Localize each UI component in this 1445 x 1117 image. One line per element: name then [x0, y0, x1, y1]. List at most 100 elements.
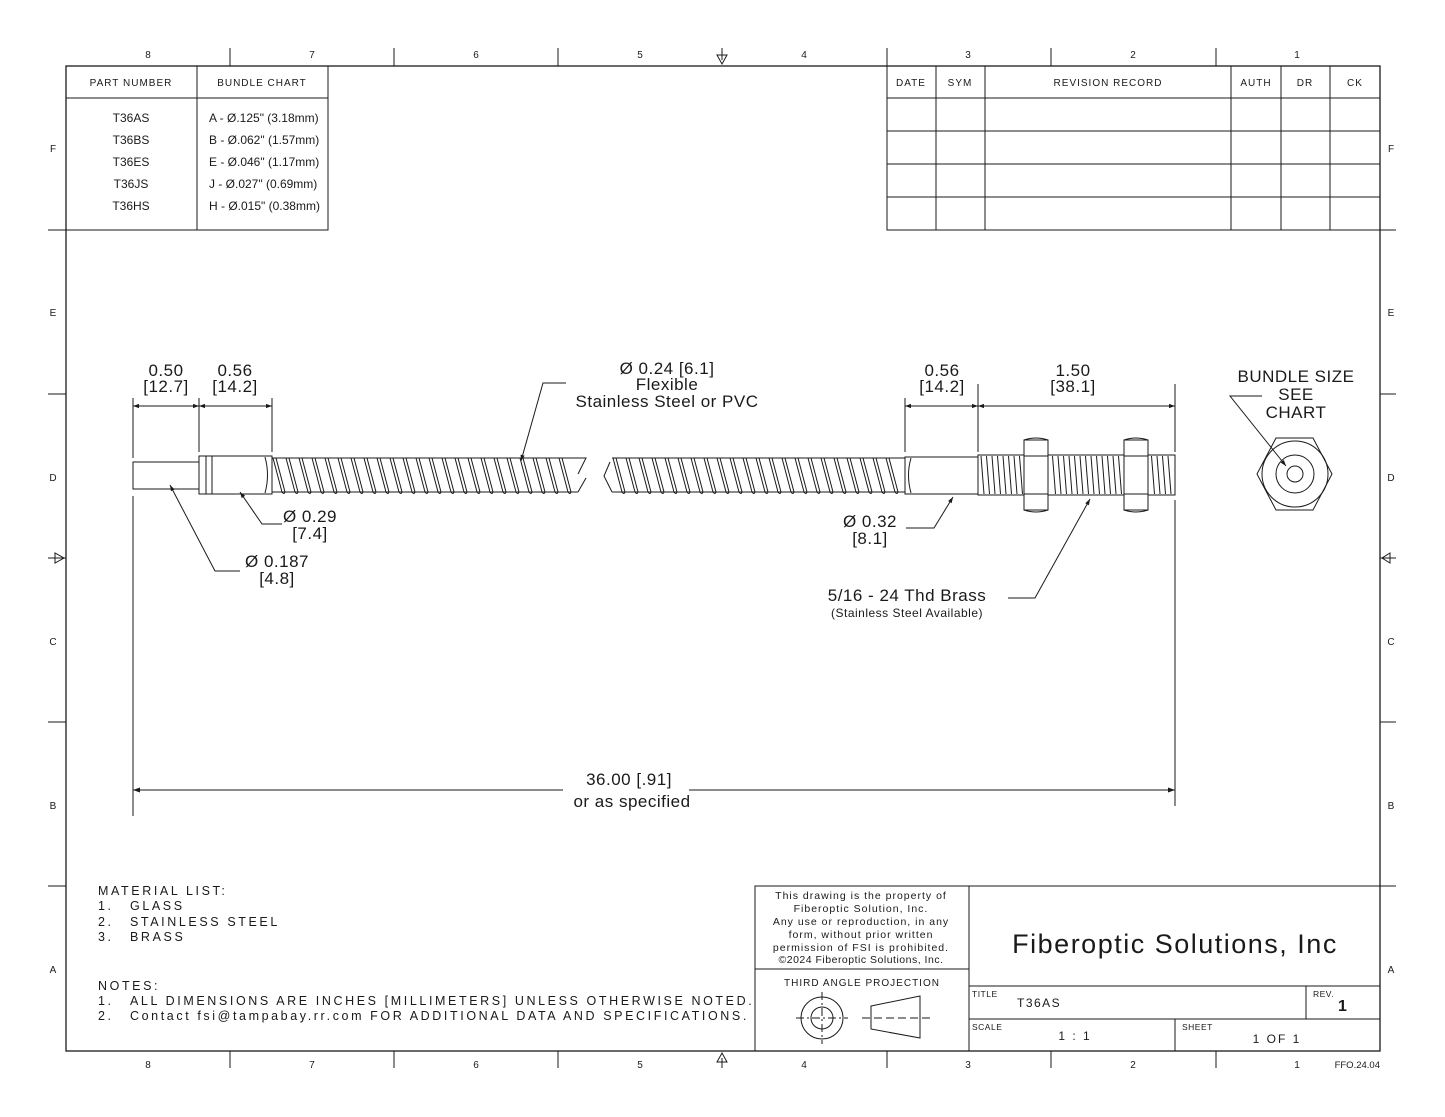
- bundle-row-size: E - Ø.046" (1.17mm): [209, 155, 319, 169]
- material-item: GLASS: [130, 899, 185, 913]
- sheath-crimp-right: [904, 456, 979, 495]
- zone-col-8-bottom: 8: [145, 1060, 151, 1071]
- bundle-table-header-bundle: BUNDLE CHART: [217, 78, 307, 89]
- dim-tip-diameter-in: Ø 0.187: [245, 552, 309, 571]
- zone-row-b: B: [50, 801, 57, 812]
- note-number: 1.: [98, 994, 114, 1008]
- copyright-line: ©2024 Fiberoptic Solutions, Inc.: [779, 954, 944, 966]
- material-item-number: 1.: [98, 899, 114, 913]
- overall-length-note: or as specified: [573, 792, 690, 811]
- revision-table: DATE SYM REVISION RECORD AUTH DR CK: [886, 65, 1381, 231]
- zone-col-6-bottom: 6: [473, 1060, 479, 1071]
- dim-tip-diameter-mm: [4.8]: [259, 569, 295, 588]
- hex-nut-left: [1023, 437, 1049, 513]
- flexible-sheath-right: [603, 457, 905, 494]
- note-text: ALL DIMENSIONS ARE INCHES [MILLIMETERS] …: [130, 994, 754, 1008]
- bundle-size-label: BUNDLE SIZE: [1238, 367, 1355, 386]
- zone-col-1-bottom: 1: [1294, 1060, 1300, 1071]
- zone-col-7: 7: [309, 50, 315, 61]
- projection-label: THIRD ANGLE PROJECTION: [784, 978, 940, 989]
- zone-row-d: D: [49, 473, 56, 484]
- property-notice-line: permission of FSI is prohibited.: [773, 942, 949, 954]
- material-list: MATERIAL LIST: 1. GLASS 2. STAINLESS STE…: [98, 884, 280, 944]
- zone-col-5-bottom: 5: [637, 1060, 643, 1071]
- zone-row-b-right: B: [1388, 801, 1395, 812]
- zone-col-2-bottom: 2: [1130, 1060, 1136, 1071]
- dim-thread-length-mm: [38.1]: [1050, 377, 1096, 396]
- property-notice-line: Any use or reproduction, in any: [773, 916, 949, 928]
- dim-tip-length-in: 0.50: [148, 361, 183, 380]
- bundle-row-part: T36AS: [113, 111, 150, 125]
- material-item: BRASS: [130, 930, 185, 944]
- thread-spec-label: 5/16 - 24 Thd Brass: [828, 586, 987, 605]
- flexible-sheath-left: [272, 457, 587, 494]
- property-notice-line: form, without prior written: [789, 929, 934, 941]
- third-angle-projection-icon: [796, 992, 930, 1044]
- note-text: Contact fsi@tampabay.rr.com FOR ADDITION…: [130, 1009, 749, 1023]
- zone-col-3: 3: [965, 50, 971, 61]
- bundle-row-size: J - Ø.027" (0.69mm): [209, 177, 317, 191]
- property-notice-line: Fiberoptic Solution, Inc.: [794, 903, 929, 915]
- note-number: 2.: [98, 1009, 114, 1023]
- zone-col-3-bottom: 3: [965, 1060, 971, 1071]
- material-item: STAINLESS STEEL: [130, 915, 280, 929]
- zone-row-f-right: F: [1388, 144, 1394, 155]
- zone-col-4: 4: [801, 50, 807, 61]
- material-item-number: 2.: [98, 915, 114, 929]
- bundle-row-size: A - Ø.125" (3.18mm): [209, 111, 319, 125]
- drawing-scale: 1 : 1: [1058, 1029, 1091, 1043]
- bundle-chart-table: PART NUMBER BUNDLE CHART T36AS A - Ø.125…: [65, 65, 329, 231]
- zone-row-a-right: A: [1388, 965, 1395, 976]
- zone-row-c: C: [49, 637, 56, 648]
- sheath-crimp-left: [205, 455, 273, 495]
- zone-col-2: 2: [1130, 50, 1136, 61]
- revision-number: 1: [1338, 998, 1347, 1015]
- sheet-field-label: SHEET: [1182, 1022, 1213, 1032]
- drawing-border: 8 7 6 5 4 3 2 1 8 7 6 5 4 3 2 1 F E D C …: [48, 48, 1396, 1071]
- revision-header-record: REVISION RECORD: [1054, 78, 1163, 89]
- drawing-title: T36AS: [1017, 996, 1061, 1010]
- company-name: Fiberoptic Solutions, Inc: [1012, 929, 1338, 959]
- dimensions: 0.50 [12.7] 0.56 [14.2] Ø 0.24 [6.1] Fle…: [132, 359, 1355, 816]
- document-code: FFO.24.04: [1335, 1060, 1380, 1071]
- bundle-row-size: H - Ø.015" (0.38mm): [209, 199, 320, 213]
- notes: NOTES: 1. ALL DIMENSIONS ARE INCHES [MIL…: [98, 979, 754, 1023]
- zone-row-a: A: [50, 965, 57, 976]
- revision-header-dr: DR: [1297, 78, 1313, 89]
- overall-length-label: 36.00 [.91]: [586, 770, 672, 789]
- bundle-see-label: SEE: [1278, 385, 1314, 404]
- rev-field-label: REV.: [1313, 989, 1334, 999]
- dim-thread-length-in: 1.50: [1055, 361, 1090, 380]
- zone-col-1: 1: [1294, 50, 1300, 61]
- tip-ferrule: [132, 461, 200, 490]
- material-list-heading: MATERIAL LIST:: [98, 884, 227, 898]
- threaded-body: [977, 454, 1176, 496]
- zone-col-5: 5: [637, 50, 643, 61]
- revision-header-date: DATE: [896, 78, 926, 89]
- thread-lines: [980, 455, 1172, 495]
- zone-col-7-bottom: 7: [309, 1060, 315, 1071]
- zone-row-f: F: [50, 144, 56, 155]
- dim-crimp-diameter-mm: [7.4]: [292, 524, 328, 543]
- sheath-diameter-label: Ø 0.24 [6.1]: [620, 359, 715, 378]
- bundle-row-part: T36ES: [113, 155, 150, 169]
- zone-col-4-bottom: 4: [801, 1060, 807, 1071]
- dim-crimp-right-in: 0.56: [924, 361, 959, 380]
- bundle-row-part: T36JS: [114, 177, 149, 191]
- bundle-row-part: T36BS: [113, 133, 150, 147]
- thread-alt-label: (Stainless Steel Available): [831, 606, 983, 620]
- bundle-row-size: B - Ø.062" (1.57mm): [209, 133, 319, 147]
- zone-col-6: 6: [473, 50, 479, 61]
- title-block: This drawing is the property of Fiberopt…: [754, 885, 1381, 1052]
- dim-crimp-diameter-in: Ø 0.29: [283, 507, 337, 526]
- sheet-number: 1 OF 1: [1253, 1032, 1302, 1046]
- title-field-label: TITLE: [972, 989, 998, 999]
- sheath-material-label: Stainless Steel or PVC: [576, 392, 759, 411]
- dim-tip-length-mm: [12.7]: [143, 377, 189, 396]
- zone-row-d-right: D: [1387, 473, 1394, 484]
- zone-row-e-right: E: [1388, 308, 1395, 319]
- zone-col-8: 8: [145, 50, 151, 61]
- hex-nut-right: [1123, 437, 1149, 513]
- zone-row-e: E: [50, 308, 57, 319]
